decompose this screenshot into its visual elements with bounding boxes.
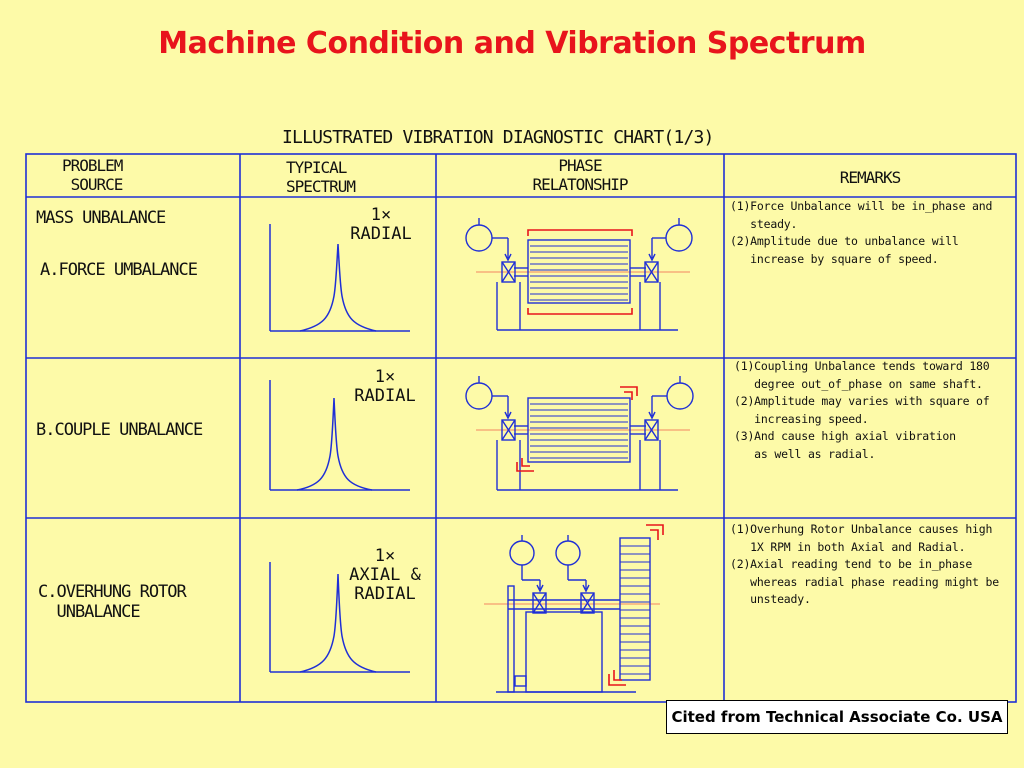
chart-title: ILLUSTRATED VIBRATION DIAGNOSTIC CHART(1…	[282, 127, 714, 148]
header-problem-source: PROBLEM SOURCE	[62, 156, 123, 194]
header-phase-relationship: PHASE RELATONSHIP	[532, 156, 629, 194]
row-heading-mass-unbalance: MASS UNBALANCE	[36, 208, 166, 228]
phase-diagram-overhung	[484, 535, 660, 693]
remarks-force: (1)Force Unbalance will be in_phase and …	[730, 199, 993, 266]
spectrum-plot-couple	[269, 380, 410, 491]
spectrum-label-overhung: 1× AXIAL & RADIAL	[349, 546, 421, 604]
spectrum-plot-overhung	[269, 562, 410, 673]
citation-box: Cited from Technical Associate Co. USA	[666, 700, 1008, 734]
spectrum-label-couple: 1× RADIAL	[354, 367, 416, 406]
phase-marks-couple	[516, 386, 638, 472]
row-source-overhung-rotor: C.OVERHUNG ROTOR UNBALANCE	[38, 582, 187, 622]
spectrum-label-force: 1× RADIAL	[350, 205, 412, 244]
phase-diagram-force	[465, 218, 693, 331]
phase-marks-overhung	[608, 524, 664, 686]
header-remarks: REMARKS	[839, 168, 901, 187]
row-source-force-unbalance: A.FORCE UMBALANCE	[40, 260, 198, 280]
phase-diagram-couple	[465, 376, 694, 491]
header-typical-spectrum: TYPICAL SPECTRUM	[286, 158, 356, 196]
remarks-overhung: (1)Overhung Rotor Unbalance causes high …	[730, 522, 999, 606]
table-grid	[25, 153, 1017, 703]
page-title: Machine Condition and Vibration Spectrum	[158, 26, 866, 61]
row-source-couple-unbalance: B.COUPLE UNBALANCE	[36, 420, 203, 440]
spectrum-plot-force	[269, 224, 410, 332]
remarks-couple: (1)Coupling Unbalance tends toward 180 d…	[734, 359, 990, 461]
phase-marks-force	[527, 229, 633, 315]
